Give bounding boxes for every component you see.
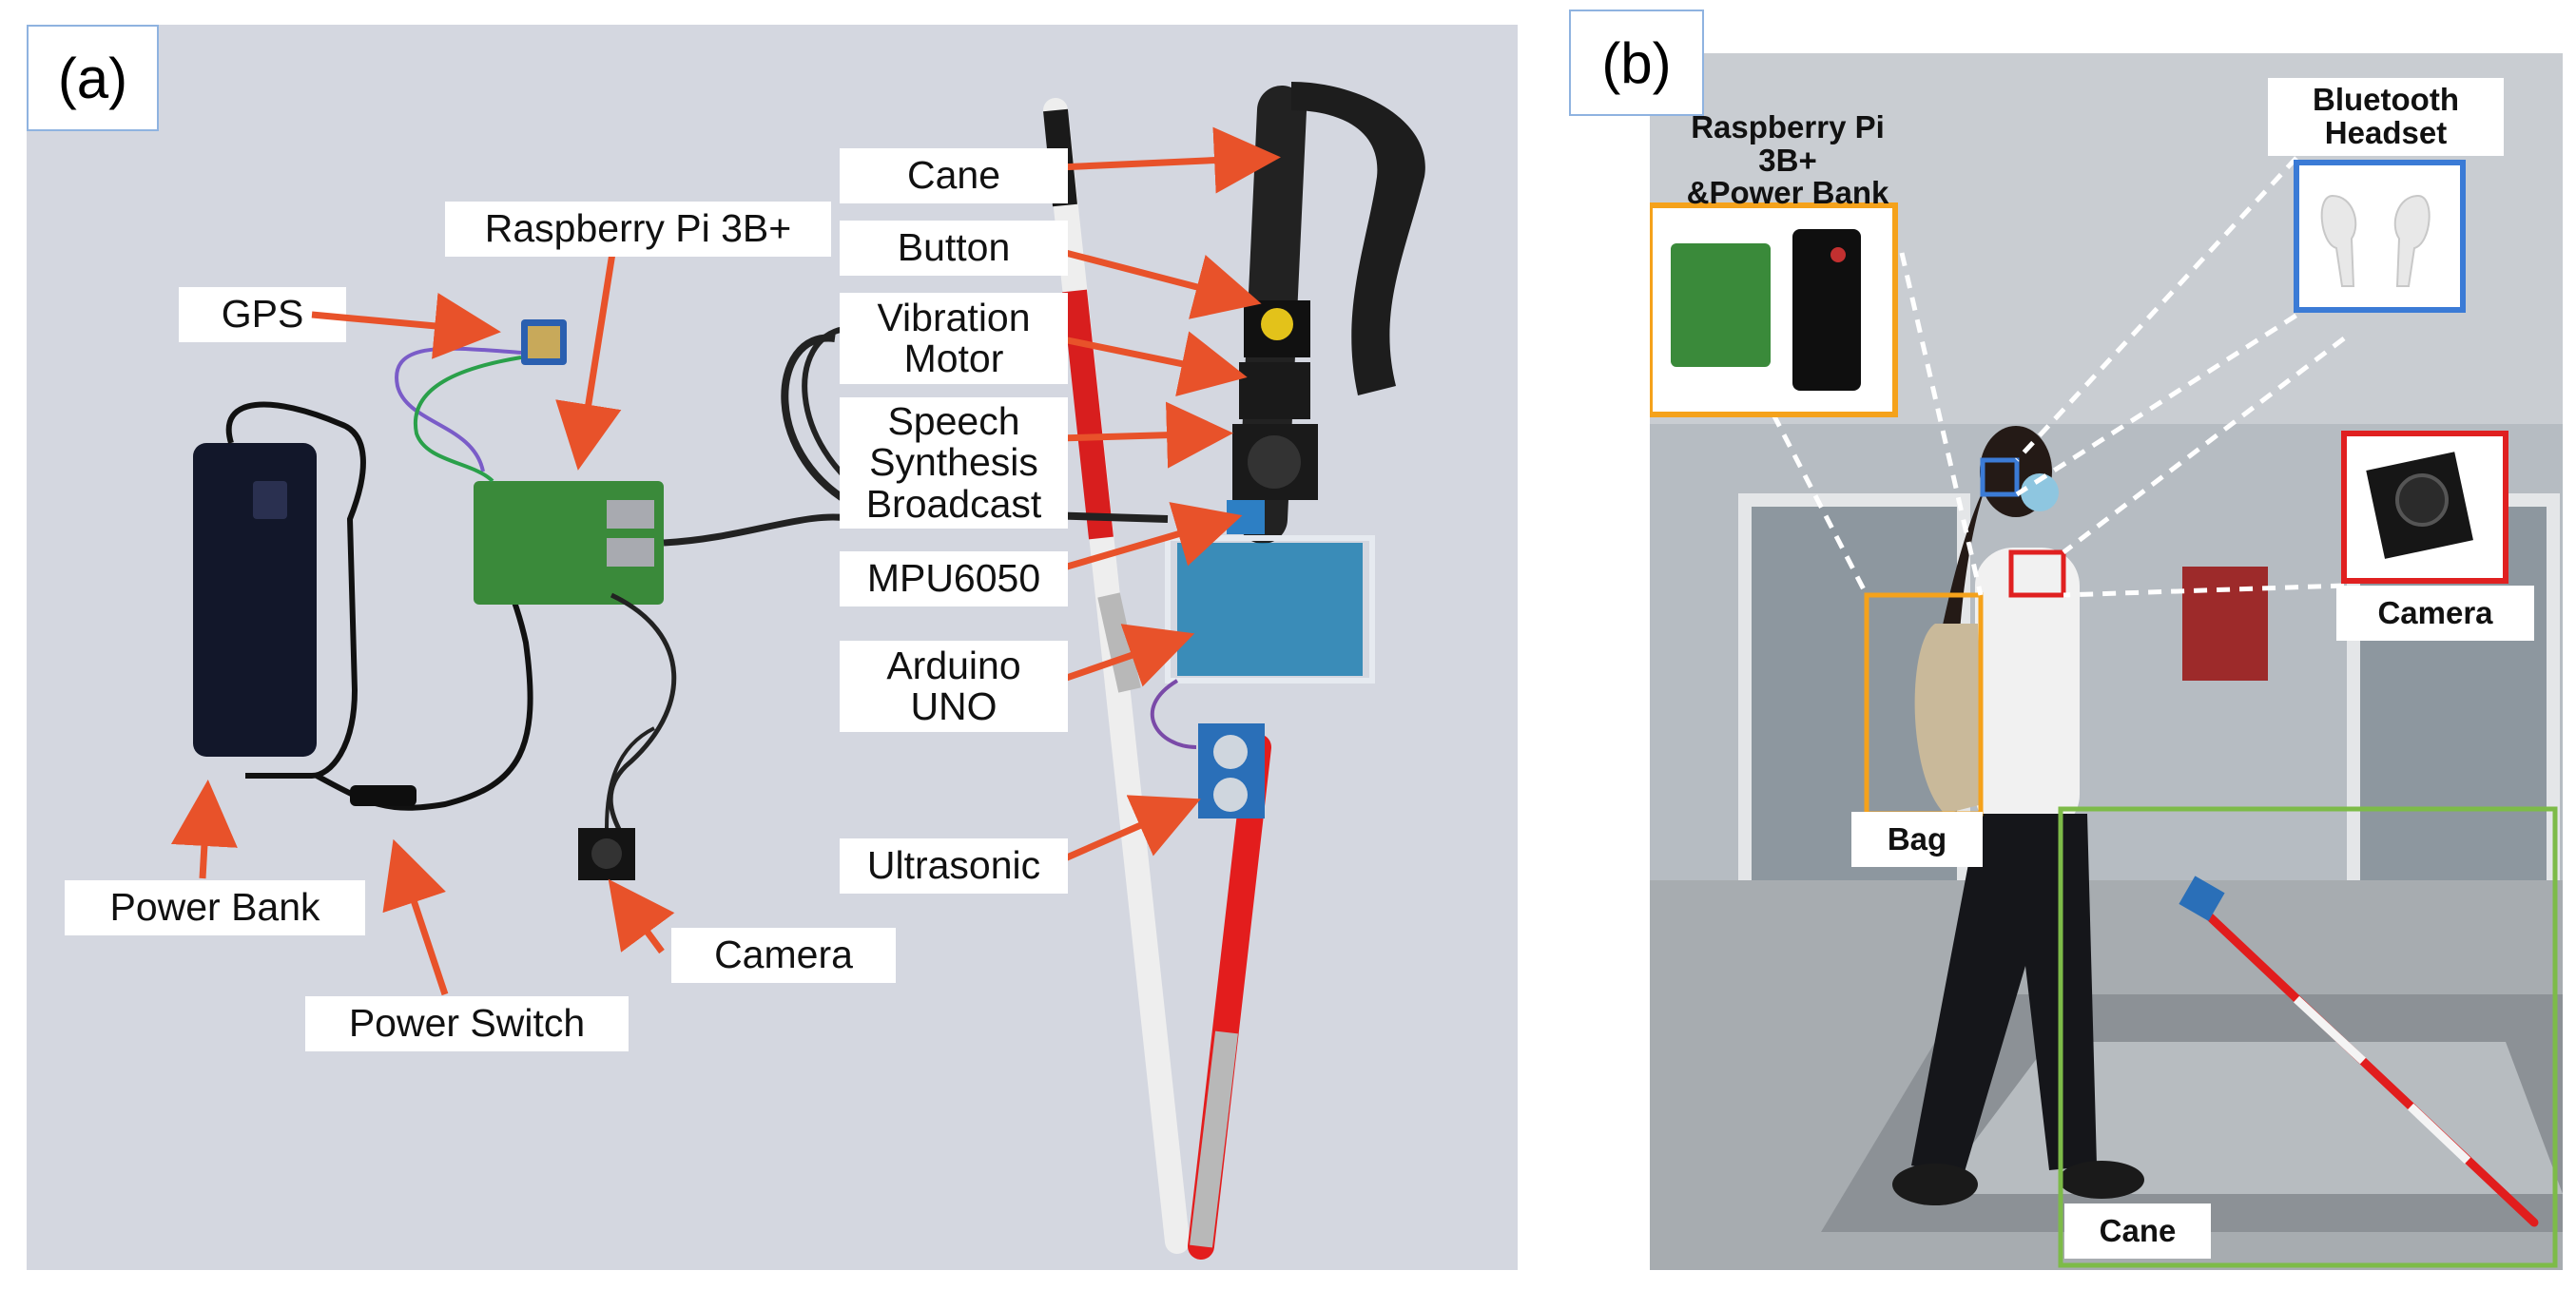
label-power-switch: Power Switch [305,996,629,1051]
label-power-bank: Power Bank [65,880,365,935]
label-camera: Camera [671,928,896,983]
panel-b-illustration [1650,53,2563,1270]
label-cane-b: Cane [2064,1203,2211,1259]
label-cane: Cane [840,148,1068,203]
mpu6050-board [1227,500,1265,534]
label-camera-b: Camera [2336,586,2534,641]
panel-a-tag: (a) [27,25,159,131]
label-speech-synthesis: Speech Synthesis Broadcast [840,397,1068,529]
label-arduino-uno: Arduino UNO [840,641,1068,732]
annotation-arrows [555,126,1281,865]
label-gps: GPS [179,287,346,342]
dashed-leader-lines [1771,156,2346,598]
cane-highlight-box [2058,806,2558,1268]
wrist-strap [1291,82,1425,395]
power-switch-device [350,785,416,806]
panel-b-tag: (b) [1569,10,1704,116]
label-raspberry-pi: Raspberry Pi 3B+ [445,202,831,257]
inset-raspberry-power-bank [1650,202,1898,417]
label-vibration-motor: Vibration Motor [840,293,1068,384]
label-ultrasonic: Ultrasonic [840,838,1068,894]
yellow-button [1261,308,1293,340]
cane-in-use [2197,904,2539,1227]
inset-camera [2341,431,2508,584]
label-raspberry-power-bank: Raspberry Pi 3B+ &Power Bank [1686,109,1889,211]
label-button: Button [840,221,1068,276]
inset-bluetooth-headset [2294,160,2466,313]
panel-b-photo: Raspberry Pi 3B+ &Power Bank Bluetooth H… [1650,53,2563,1270]
label-mpu6050: MPU6050 [840,551,1068,606]
label-bag: Bag [1851,812,1983,867]
power-bank-device [193,443,317,757]
panel-a-photo: (a) Cane Button Vibration Motor Speech S… [27,25,1518,1270]
camera-highlight-box [2008,549,2066,598]
wall-poster [2182,567,2268,681]
arduino-board [1177,543,1363,676]
label-bluetooth-headset: Bluetooth Headset [2268,78,2504,156]
headset-highlight-box [1980,457,2020,497]
panel-a-illustration [193,82,1425,1260]
vibration-motor-module [1239,362,1310,419]
